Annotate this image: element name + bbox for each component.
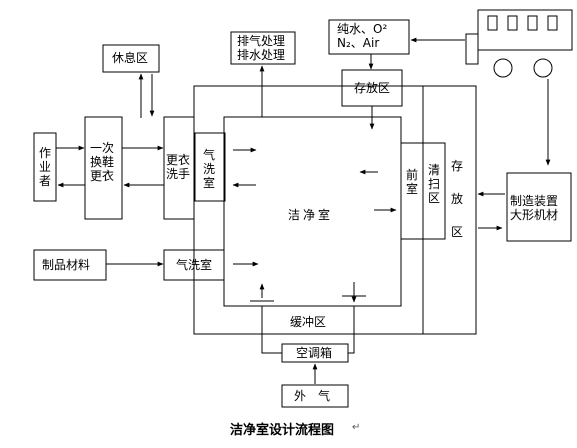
exhaust-box xyxy=(230,31,296,65)
storage-right-label: 存 放 区 xyxy=(451,159,464,239)
clean-room-label: 洁净室 xyxy=(288,208,334,222)
pure-water-label: 纯水、O² N₂、Air xyxy=(337,22,388,50)
product-material-box xyxy=(33,249,107,281)
outside-air-label: 外 气 xyxy=(294,389,331,403)
outside-air-box xyxy=(281,384,349,408)
front-room-label: 前 室 xyxy=(406,168,419,196)
buffer-label: 缓冲区 xyxy=(290,315,327,329)
air-wash-1-label: 气 洗 室 xyxy=(203,148,216,190)
ac-duct-right xyxy=(348,306,355,354)
outer-area-box xyxy=(193,85,477,335)
equipment-box xyxy=(506,172,572,242)
change-shoes-box xyxy=(84,116,123,220)
pure-water-box xyxy=(328,19,410,55)
diagram-caption: 洁净室设计流程图 xyxy=(230,423,335,438)
ac-box-label: 空调箱 xyxy=(296,346,333,360)
rest-area-box xyxy=(102,44,160,73)
ac-duct-left xyxy=(261,306,282,354)
truck-icon xyxy=(465,9,573,78)
caption-return-mark: ↵ xyxy=(352,422,361,433)
product-material-label: 制品材料 xyxy=(42,258,91,272)
worker-label: 作业者 xyxy=(38,146,51,188)
equipment-label: 制造装置 大形机材 xyxy=(510,194,559,222)
change-shoes-label: 一次 换鞋 更衣 xyxy=(90,141,115,183)
rest-area-label: 休息区 xyxy=(112,51,149,65)
storage-top-label: 存放区 xyxy=(354,81,391,95)
air-wash-1-box xyxy=(194,132,226,202)
air-wash-2-box xyxy=(163,249,225,281)
cleaning-area-label: 清 扫 区 xyxy=(428,163,441,205)
exhaust-drain-label: 排气处理 排水处理 xyxy=(237,34,286,62)
change-wash-label: 更衣 洗手 xyxy=(166,153,191,181)
worker-box xyxy=(33,132,57,202)
air-wash-2-label: 气洗室 xyxy=(176,258,213,272)
